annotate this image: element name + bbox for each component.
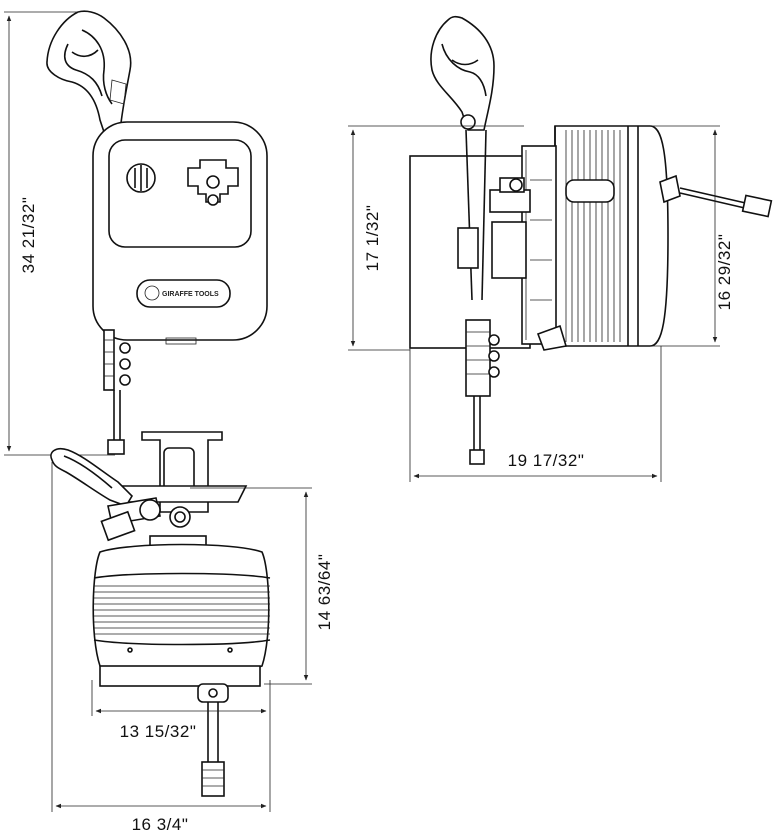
dim-side-depth: 19 17/32" — [409, 346, 662, 482]
side-view — [409, 15, 773, 465]
dim-side-height-arm-label: 16 29/32" — [715, 234, 734, 311]
dim-side-height-body-label: 17 1/32" — [363, 205, 382, 272]
dim-bottom-total-width-label: 16 3/4" — [132, 815, 189, 834]
dim-bottom-body-width: 13 15/32" — [91, 680, 271, 741]
bottom-drum-ribs — [94, 585, 270, 635]
bottom-handle — [50, 447, 134, 507]
dim-bottom-total-width: 16 3/4" — [51, 462, 271, 834]
dim-bottom-height-label: 14 63/64" — [315, 554, 334, 631]
dim-bottom-body-width-label: 13 15/32" — [120, 722, 197, 741]
side-drum-handle — [565, 179, 615, 203]
dim-side-height-body: 17 1/32" — [348, 125, 524, 351]
dim-bottom-height: 14 63/64" — [190, 487, 334, 685]
side-handle — [430, 15, 495, 131]
side-drum-ribs — [565, 130, 621, 342]
brand-label: GIRAFFE TOOLS — [162, 291, 219, 298]
bottom-drum — [92, 543, 270, 675]
front-inlet — [187, 159, 239, 203]
front-view: GIRAFFE TOOLS — [46, 10, 268, 455]
front-handle — [46, 10, 132, 133]
bottom-view — [50, 431, 271, 797]
dim-front-height-label: 34 21/32" — [19, 197, 38, 274]
dim-side-depth-label: 19 17/32" — [508, 451, 585, 470]
front-control-panel — [108, 139, 252, 248]
brand-plate — [136, 279, 231, 308]
dim-side-height-arm: 16 29/32" — [650, 125, 734, 347]
